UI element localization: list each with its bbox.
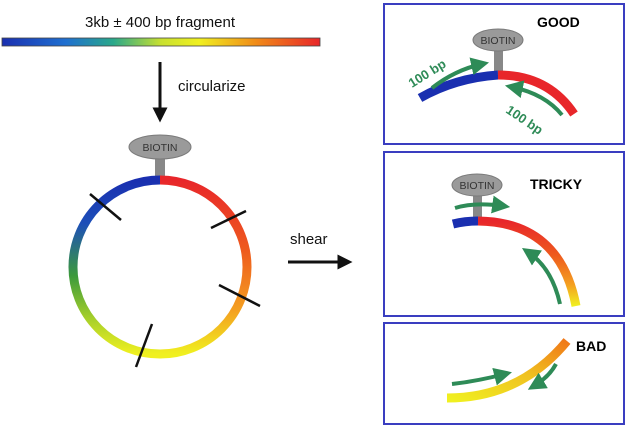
fragment-bar xyxy=(1,37,321,47)
biotin-stem-tricky xyxy=(473,193,482,221)
tricky-fragment-red xyxy=(477,216,581,307)
shear-mark-4 xyxy=(134,323,154,368)
panel-bad-title: BAD xyxy=(576,338,606,354)
shear-label: shear xyxy=(290,231,328,248)
bad-arrow-right xyxy=(527,363,558,390)
biotin-stem-good xyxy=(494,48,503,74)
biotin-label-tricky: BIOTIN xyxy=(459,180,494,192)
bad-fragment xyxy=(446,338,571,403)
good-arrow-right xyxy=(504,80,564,117)
panel-bad: BAD xyxy=(383,322,625,425)
panel-good: GOOD BIOTIN 100 bp 100 bp xyxy=(383,3,625,145)
shear-mark-3 xyxy=(218,283,261,308)
biotin-label-main: BIOTIN xyxy=(142,142,177,154)
panel-tricky-title: TRICKY xyxy=(530,176,583,192)
tricky-fragment-blue xyxy=(451,216,479,229)
tricky-arrow-bottom xyxy=(522,248,562,305)
biotin-tag-tricky xyxy=(451,173,503,197)
good-fragment-red xyxy=(497,70,578,117)
good-arrow-left xyxy=(430,57,490,90)
fragment-label: 3kb ± 400 bp fragment xyxy=(85,14,236,31)
shear-mark-1 xyxy=(89,193,122,221)
biotin-label-good: BIOTIN xyxy=(480,35,515,47)
tricky-arrow-top xyxy=(454,195,511,214)
biotin-tag-main: BIOTIN xyxy=(128,134,192,180)
biotin-tag-good xyxy=(472,28,524,52)
shear-mark-2 xyxy=(210,209,247,230)
good-fragment-blue xyxy=(417,70,499,102)
circularize-label: circularize xyxy=(178,78,246,95)
panel-tricky: TRICKY BIOTIN xyxy=(383,151,625,317)
panel-good-title: GOOD xyxy=(537,14,580,30)
bad-arrow-left xyxy=(451,367,512,386)
circle-left-half xyxy=(68,175,161,359)
circle-right-half xyxy=(159,175,252,359)
